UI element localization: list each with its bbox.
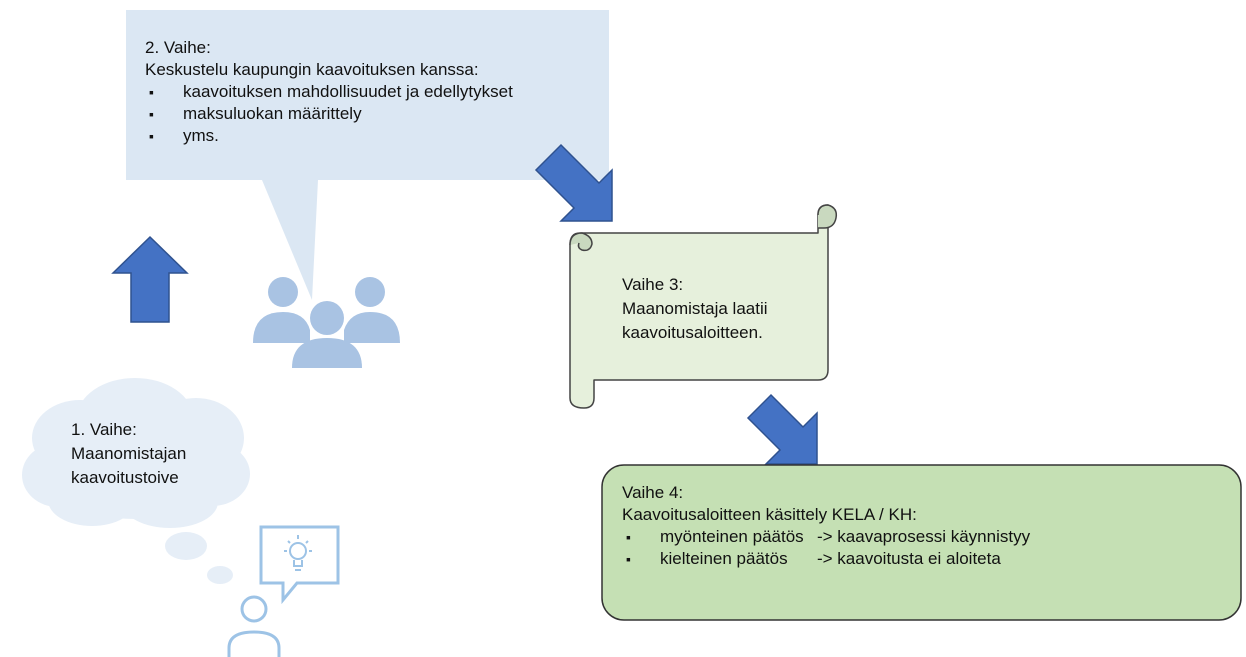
stage3-text: Vaihe 3: Maanomistaja laatii kaavoitusal… [622, 273, 768, 345]
stage2-subtitle: Keskustelu kaupungin kaavoituksen kanssa… [145, 60, 479, 79]
decision-label: kielteinen päätös [660, 549, 788, 568]
stage2-title: 2. Vaihe: [145, 38, 211, 57]
lightbulb-icon [284, 535, 312, 571]
stage1-thought-cloud [22, 378, 250, 584]
arrow-to-stage4 [746, 393, 818, 465]
people-group-icon [253, 277, 400, 368]
stage1-line3: kaavoitustoive [71, 468, 179, 487]
stage2-text: 2. Vaihe: Keskustelu kaupungin kaavoituk… [145, 37, 513, 147]
list-item: maksuluokan määrittely [145, 103, 513, 125]
stage1-line1: 1. Vaihe: [71, 420, 137, 439]
up-arrow [111, 235, 189, 323]
person-idea-icon [227, 525, 340, 657]
stage3-line2: Maanomistaja laatii [622, 299, 768, 318]
list-item: myönteinen päätös -> kaavaprosessi käynni… [622, 526, 1030, 548]
stage3-line1: Vaihe 3: [622, 275, 684, 294]
stage3-scroll [569, 204, 838, 409]
list-item: kaavoituksen mahdollisuudet ja edellytyk… [145, 81, 513, 103]
stage4-subtitle: Kaavoitusaloitteen käsittely KELA / KH: [622, 505, 917, 524]
list-item: yms. [145, 125, 513, 147]
list-item: kielteinen päätös -> kaavoitusta ei aloit… [622, 548, 1030, 570]
stage1-text: 1. Vaihe: Maanomistajan kaavoitustoive [71, 418, 186, 490]
stage2-list: kaavoituksen mahdollisuudet ja edellytyk… [145, 81, 513, 147]
arrow-to-stage3 [534, 143, 613, 222]
stage4-text: Vaihe 4: Kaavoitusaloitteen käsittely KE… [622, 482, 1030, 570]
stage3-line3: kaavoitusaloitteen. [622, 323, 763, 342]
decision-result: -> kaavoitusta ei aloiteta [817, 549, 1001, 568]
stage1-line2: Maanomistajan [71, 444, 187, 463]
decision-result: -> kaavaprosessi käynnistyy [817, 527, 1031, 546]
stage4-list: myönteinen päätös -> kaavaprosessi käynni… [622, 526, 1030, 570]
stage4-title: Vaihe 4: [622, 483, 684, 502]
decision-label: myönteinen päätös [660, 527, 804, 546]
